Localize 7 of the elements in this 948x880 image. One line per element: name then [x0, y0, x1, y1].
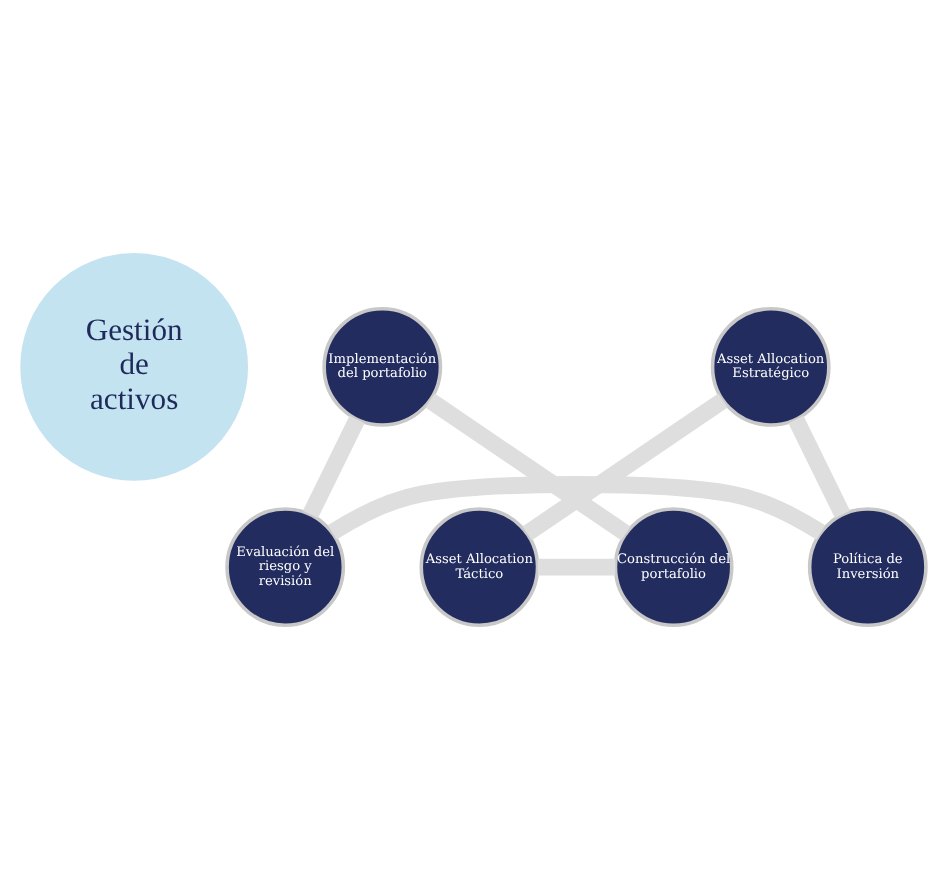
node-circle: Gestión de activos — [20, 253, 249, 481]
connector — [537, 558, 616, 576]
connector — [425, 393, 631, 541]
connector — [302, 415, 365, 519]
connector — [327, 476, 826, 540]
connector — [788, 415, 850, 519]
connector — [522, 393, 728, 541]
